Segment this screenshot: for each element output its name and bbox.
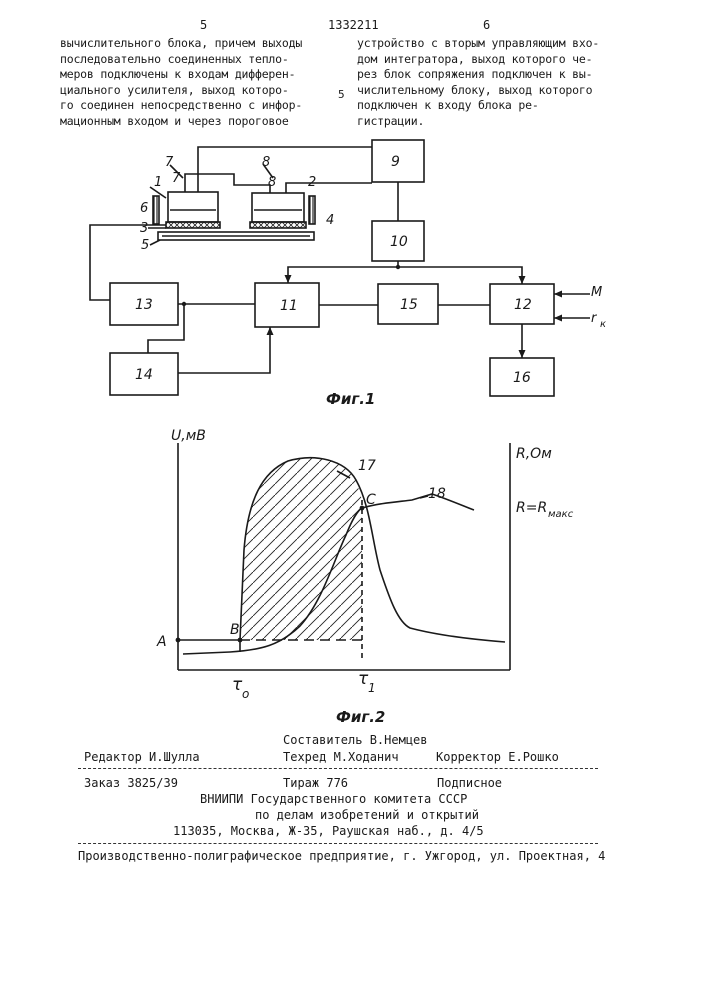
curve-18-label: 18 [428,486,446,502]
r-max-subscript: макс [548,509,574,520]
y-axis-right-label: R,Ом [516,446,552,462]
point-a [176,638,181,643]
printer: Производственно-полиграфическое предприя… [78,849,605,863]
editor: Редактор И.Шулла [84,750,200,764]
corrector: Корректор Е.Рошко [436,750,559,764]
input-r-label: r [591,311,598,326]
point-c-label: C [366,492,376,508]
heat-meter-4 [250,222,306,228]
label-14: 14 [135,367,153,383]
figure-1-block-diagram: 9 10 11 12 13 14 15 16 1 2 3 4 5 6 7 7 8… [0,0,707,420]
label-10: 10 [390,234,408,250]
point-b [238,638,243,643]
calorimeter-cell-2 [252,193,304,222]
heat-meter-3 [166,222,220,228]
part-label: 5 [141,238,149,253]
part-label: 8 [262,155,270,170]
organization-line-1: ВНИИПИ Государственного комитета СССР [200,792,467,806]
compiler: Составитель В.Немцев [283,733,428,747]
r-max-label: R=R [516,500,547,516]
separator-rule [78,768,598,769]
figure-2-graph: U,мВ R,Ом R=R макс 17 18 A B C τ o τ 1 Ф… [0,420,707,730]
part-label: 3 [140,221,148,236]
point-b-label: B [230,622,240,638]
tau-1-subscript: 1 [368,681,376,695]
heater-6 [153,196,159,224]
input-m-label: М [591,285,602,300]
label-13: 13 [135,297,153,313]
y-axis-left-label: U,мВ [171,428,206,444]
curve-17-label: 17 [358,458,376,474]
part-label: 7 [172,171,181,186]
figure-1-caption: Фиг.1 [326,390,375,408]
point-a-label: A [156,634,167,650]
label-12: 12 [514,297,532,313]
circulation: Тираж 776 [283,776,348,790]
label-11: 11 [280,298,298,314]
label-9: 9 [391,154,400,170]
label-15: 15 [400,297,418,313]
figure-2-caption: Фиг.2 [336,708,385,726]
address: 113035, Москва, Ж-35, Раушская наб., д. … [173,824,484,838]
part-label: 4 [326,213,334,228]
hatched-area [240,458,362,640]
heater-4 [309,196,315,224]
calorimeter-cell-1 [168,192,218,222]
techred: Техред М.Ходанич [283,750,399,764]
part-label: 8 [268,175,276,190]
subscription: Подписное [437,776,502,790]
point-c [360,506,365,511]
part-label: 6 [140,201,148,216]
order-number: Заказ 3825/39 [84,776,178,790]
part-label: 2 [308,175,316,190]
organization-line-2: по делам изобретений и открытий [255,808,479,822]
separator-rule [78,843,598,844]
input-r-subscript: к [600,319,606,330]
label-16: 16 [513,370,531,386]
tau-0-subscript: o [242,687,249,701]
part-label: 1 [154,175,162,190]
part-label: 7 [165,155,174,170]
